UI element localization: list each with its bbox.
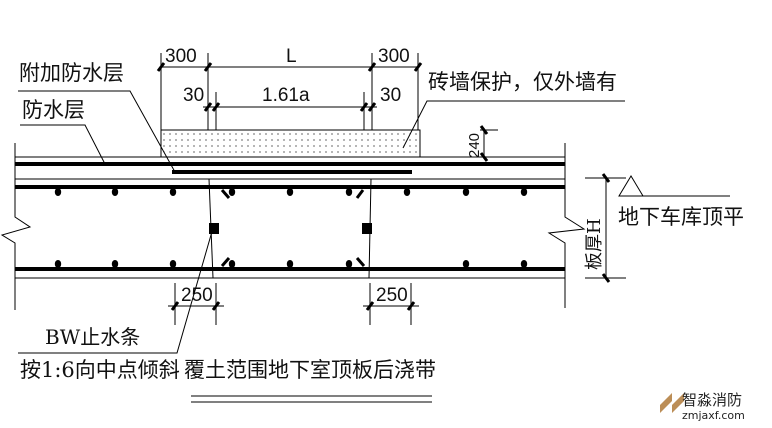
label-slope-note: 按1:6向中点倾斜 <box>20 358 180 382</box>
dimension-row-top <box>156 53 423 130</box>
leader-waterproof <box>20 124 106 165</box>
title-underline <box>191 395 432 403</box>
bottom-rebar-dots <box>54 260 528 268</box>
level-symbol <box>618 175 730 197</box>
dim-right-300: 300 <box>378 46 410 67</box>
label-brick-protection: 砖墙保护，仅外墙有 <box>428 70 617 94</box>
watermark: 智淼消防 zmjaxf.com <box>660 391 745 422</box>
label-slab-thickness: 板厚H <box>584 218 605 270</box>
diagram-title: 覆土范围地下室顶板后浇带 <box>184 358 436 382</box>
rebar-dot <box>169 260 177 268</box>
leader-lines <box>18 90 625 354</box>
dim-lap-length: 1.61a <box>262 85 310 106</box>
rebar-dot <box>462 260 470 268</box>
label-waterproof: 防水层 <box>22 98 85 122</box>
rebar-dot <box>462 188 470 196</box>
dimension-right-250 <box>363 283 419 325</box>
watermark-url: zmjaxf.com <box>682 409 745 422</box>
label-roof-level: 地下车库顶平 <box>618 205 744 229</box>
dimension-brick-height <box>479 125 498 162</box>
rebar-dot <box>286 260 294 268</box>
rebar-dot <box>54 188 62 196</box>
rebar-dot <box>228 188 236 196</box>
dim-brick-height: 240 <box>466 133 483 158</box>
right-waterstop <box>362 223 372 234</box>
dimension-left-250 <box>168 283 224 325</box>
dim-span-l: L <box>286 46 297 67</box>
watermark-brand: 智淼消防 <box>682 391 742 409</box>
rebar-dot <box>286 188 294 196</box>
dim-right-250: 250 <box>376 285 408 306</box>
rebar-dot <box>403 188 411 196</box>
dim-right-30: 30 <box>380 85 401 106</box>
dim-left-250: 250 <box>181 285 213 306</box>
dimension-slab-thickness <box>585 173 626 283</box>
right-wall-break <box>547 143 586 308</box>
leader-waterstop <box>18 227 214 354</box>
left-waterstop <box>209 223 219 234</box>
bent-bar-ends <box>220 189 366 267</box>
rebar-dot <box>228 260 236 268</box>
slab-layers <box>15 156 565 279</box>
label-extra-waterproof: 附加防水层 <box>19 61 124 85</box>
rebar-dot <box>520 188 528 196</box>
dim-left-300: 300 <box>165 46 197 67</box>
top-rebar-dots <box>54 188 528 196</box>
rebar-dot <box>520 260 528 268</box>
rebar-dot <box>54 260 62 268</box>
rebar-dot <box>345 260 353 268</box>
leader-extra-waterproof <box>18 90 176 173</box>
rebar-dot <box>111 188 119 196</box>
leader-brick <box>402 100 625 149</box>
brick-protection-block <box>160 129 421 158</box>
dimension-row-lap <box>203 92 377 130</box>
left-wall-break <box>0 143 32 310</box>
dim-left-30: 30 <box>183 85 204 106</box>
rebar-dot <box>345 188 353 196</box>
rebar-dot <box>169 188 177 196</box>
watermark-logo-icon <box>660 393 684 413</box>
label-waterstop: BW止水条 <box>45 325 140 349</box>
rebar-dot <box>111 260 119 268</box>
